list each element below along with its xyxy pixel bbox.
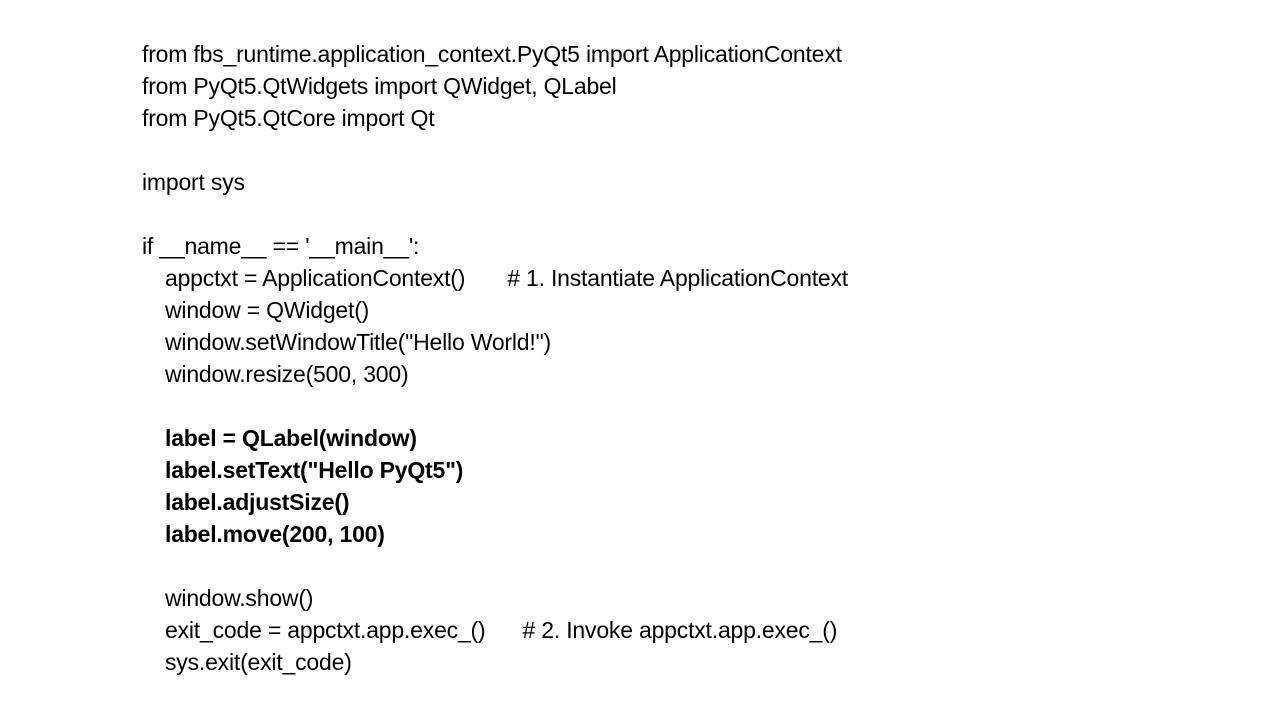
code-line-main-guard: if __name__ == '__main__': — [142, 233, 420, 259]
code-line-label-create: label = QLabel(window) — [165, 425, 417, 451]
blank-line — [142, 550, 1242, 582]
code-statement: appctxt = ApplicationContext() — [165, 265, 466, 291]
code-line-label-settext: label.setText("Hello PyQt5") — [165, 457, 464, 483]
code-line-import-qtcore: from PyQt5.QtCore import Qt — [142, 105, 435, 131]
code-comment: # 1. Instantiate ApplicationContext — [507, 265, 848, 291]
blank-line — [142, 198, 1242, 230]
blank-line — [142, 134, 1242, 166]
code-line-label-move: label.move(200, 100) — [165, 521, 385, 547]
code-line-import-appcontext: from fbs_runtime.application_context.PyQ… — [142, 41, 842, 67]
code-line-import-qtwidgets: from PyQt5.QtWidgets import QWidget, QLa… — [142, 73, 617, 99]
code-comment: # 2. Invoke appctxt.app.exec_() — [522, 617, 838, 643]
code-line-window-show: window.show() — [165, 585, 314, 611]
code-line-window-create: window = QWidget() — [165, 297, 370, 323]
code-block: from fbs_runtime.application_context.PyQ… — [142, 38, 1242, 678]
code-line-window-resize: window.resize(500, 300) — [165, 361, 409, 387]
code-line-label-adjust: label.adjustSize() — [165, 489, 350, 515]
code-line-import-sys: import sys — [142, 169, 245, 195]
code-line-appctxt: appctxt = ApplicationContext() # 1. Insta… — [142, 262, 1242, 294]
code-line-window-title: window.setWindowTitle("Hello World!") — [165, 329, 551, 355]
blank-line — [142, 390, 1242, 422]
code-line-exec: exit_code = appctxt.app.exec_() # 2. Invo… — [142, 614, 1242, 646]
code-statement: exit_code = appctxt.app.exec_() — [165, 617, 486, 643]
code-line-sys-exit: sys.exit(exit_code) — [165, 649, 352, 675]
